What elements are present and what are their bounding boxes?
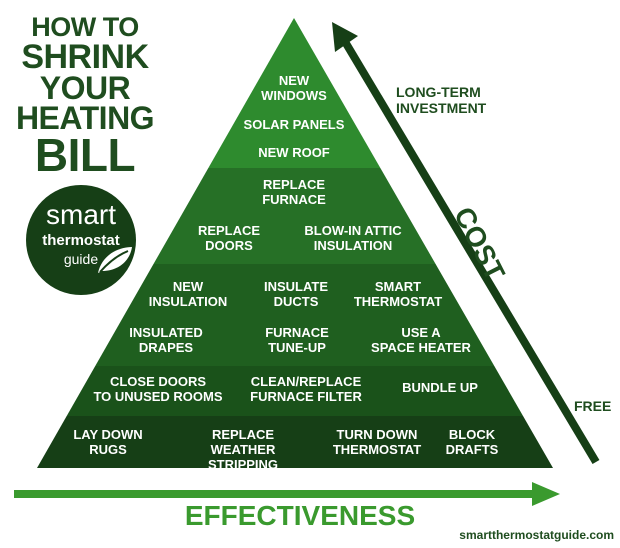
pyramid-item: SOLAR PANELS <box>243 117 345 132</box>
logo-word-thermostat: thermostat <box>42 232 120 249</box>
pyramid-item: USE A SPACE HEATER <box>371 325 471 355</box>
pyramid-item: REPLACE WEATHER STRIPPING <box>207 427 279 472</box>
long-term-investment-label: LONG-TERM INVESTMENT <box>396 84 487 116</box>
pyramid-item: INSULATE DUCTS <box>263 279 329 309</box>
pyramid-item: INSULATED DRAPES <box>129 325 203 355</box>
free-label: FREE <box>574 398 612 414</box>
pyramid-item: LAY DOWN RUGS <box>73 427 143 457</box>
pyramid-item: REPLACE FURNACE <box>262 177 326 207</box>
brand-logo: smart thermostat guide <box>26 185 136 295</box>
cost-arrow <box>332 22 600 465</box>
effectiveness-axis-label: EFFECTIVENESS <box>184 500 416 531</box>
title-line-5: BILL <box>34 129 136 181</box>
pyramid-tier-4 <box>37 366 553 416</box>
pyramid-item: CLEAN/REPLACE FURNACE FILTER <box>250 374 362 404</box>
pyramid-item: NEW WINDOWS <box>261 73 327 103</box>
logo-word-smart: smart <box>46 199 116 230</box>
leaf-icon <box>98 247 132 273</box>
pyramid-item: REPLACE DOORS <box>197 223 261 253</box>
title-line-4: HEATING <box>15 100 155 136</box>
title-line-1: HOW TO <box>31 12 139 42</box>
pyramid-item: SMART THERMOSTAT <box>353 279 443 309</box>
pyramid-item: FURNACE TUNE-UP <box>265 325 329 355</box>
pyramid-tier-5 <box>37 416 553 468</box>
effectiveness-arrow <box>14 482 560 506</box>
pyramid-item: NEW ROOF <box>258 145 330 160</box>
pyramid-item: CLOSE DOORS TO UNUSED ROOMS <box>93 374 223 404</box>
pyramid-item: TURN DOWN THERMOSTAT <box>332 427 422 457</box>
pyramid-item: BLOW-IN ATTIC INSULATION <box>304 223 402 253</box>
title-line-3: YOUR <box>39 70 131 106</box>
logo-word-guide: guide <box>63 251 99 267</box>
pyramid-item: BUNDLE UP <box>402 380 478 395</box>
title-line-2: SHRINK <box>21 38 149 76</box>
site-url: smartthermostatguide.com <box>459 528 614 542</box>
pyramid-item: NEW INSULATION <box>148 279 228 309</box>
pyramid-item: BLOCK DRAFTS <box>445 427 499 457</box>
